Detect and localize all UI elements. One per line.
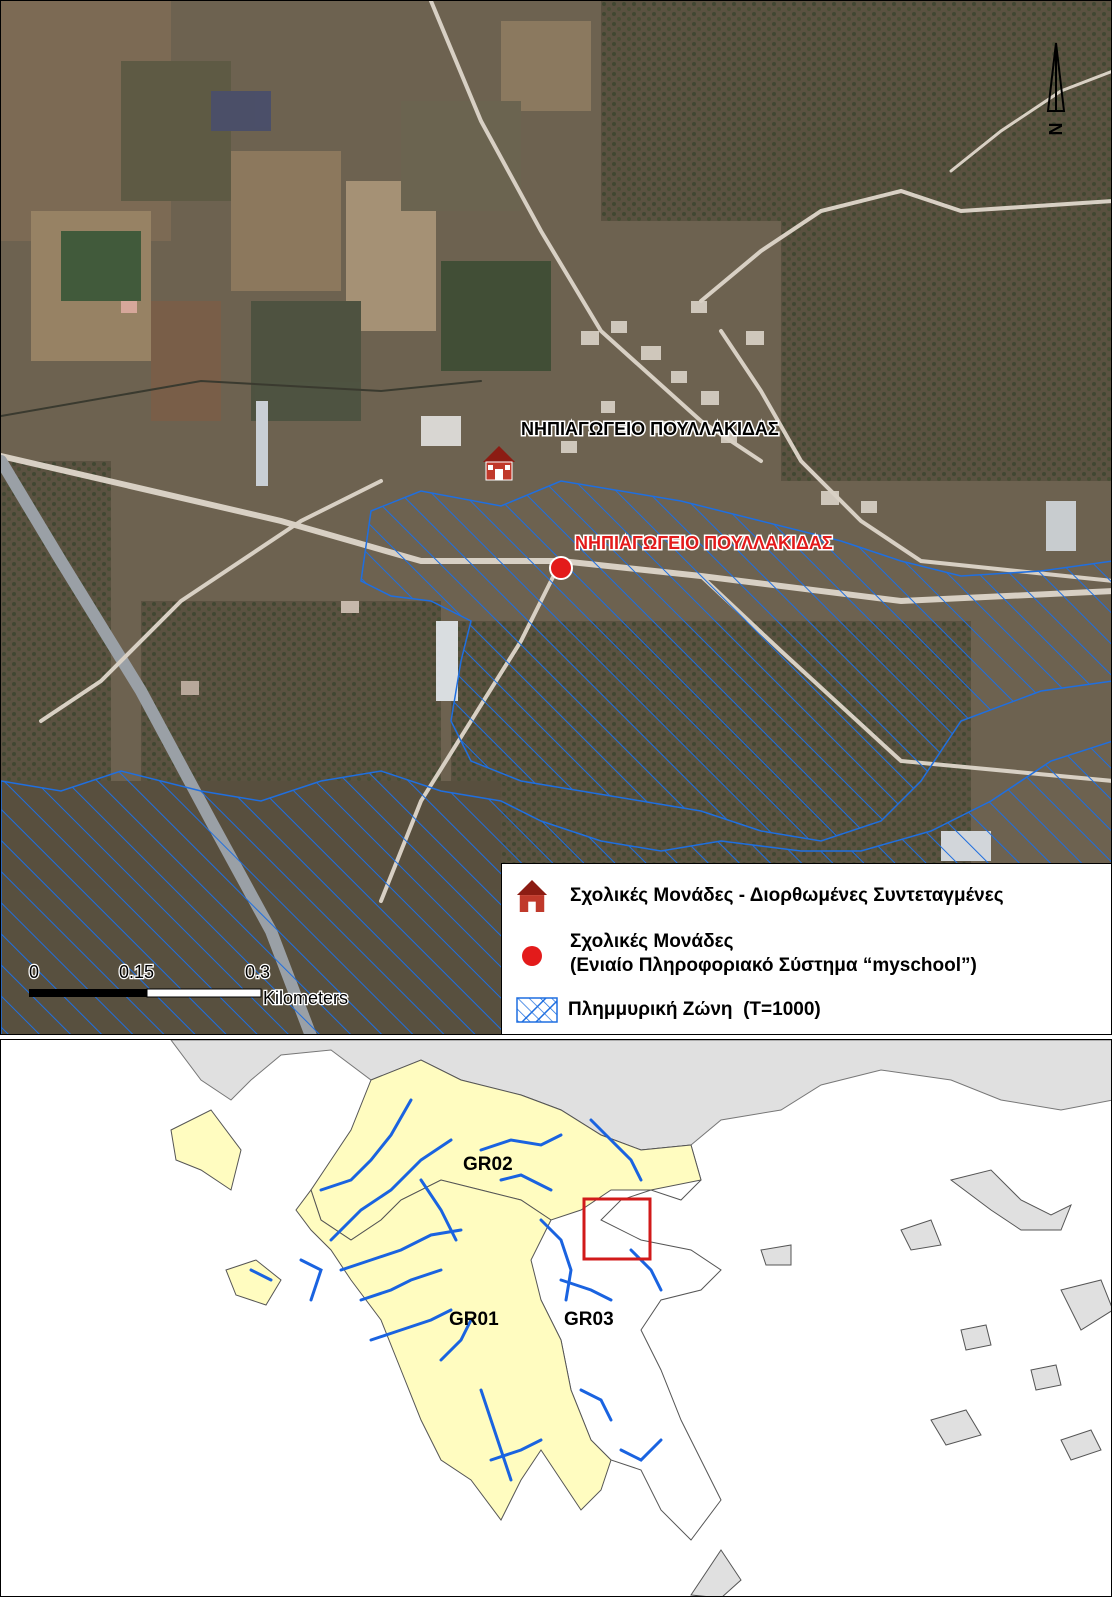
legend-label-corrected: Σχολικές Μονάδες - Διορθωμένες Συντεταγμ…	[570, 885, 1004, 906]
overview-map-panel: GR02 GR01 GR03	[0, 1039, 1112, 1597]
region-label-gr03: GR03	[564, 1309, 614, 1330]
school-house-icon	[516, 880, 548, 912]
scale-unit: Kilometers	[263, 988, 348, 1008]
legend: Σχολικές Μονάδες - Διορθωμένες Συντεταγμ…	[501, 863, 1111, 1034]
legend-item-myschool: Σχολικές Μονάδες (Ενιαίο Πληροφοριακό Σύ…	[516, 926, 977, 982]
island-kefalonia	[170, 1109, 242, 1191]
legend-item-flood: Πλημμυρική Ζώνη (T=1000)	[516, 990, 821, 1030]
north-label: N	[1046, 123, 1066, 136]
scale-tick-03: 0.3	[245, 962, 270, 982]
overview-map: GR02 GR01 GR03	[170, 1040, 1111, 1596]
region-gr01-land	[295, 1179, 612, 1521]
locator-box	[582, 1197, 652, 1261]
school-label-myschool: ΝΗΠΙΑΓΩΓΕΙΟ ΠΟΥΛΛΑΚΙΔΑΣ	[575, 533, 833, 553]
flood-zone-village	[360, 480, 1111, 842]
red-dot-icon	[522, 946, 542, 966]
legend-label-myschool-1: Σχολικές Μονάδες	[570, 931, 734, 952]
rivers	[249, 1098, 663, 1482]
mainland-north	[170, 1040, 1111, 1151]
region-label-gr01: GR01	[449, 1309, 499, 1330]
north-arrow-icon: N	[1046, 42, 1066, 136]
region-label-gr02: GR02	[463, 1154, 513, 1175]
school-house-icon	[483, 446, 515, 481]
hatch-icon	[516, 997, 558, 1023]
scale-tick-0: 0	[29, 962, 39, 982]
satellite-map-panel: N ΝΗΠΙΑΓΩΓΕΙΟ ΠΟΥΛΛΑΚΙΔΑΣ ΝΗΠΙΑΓΩΓΕΙΟ ΠΟ…	[0, 0, 1112, 1035]
island-zakynthos	[225, 1259, 282, 1306]
legend-label-flood: Πλημμυρική Ζώνη (T=1000)	[568, 999, 821, 1020]
myschool-point[interactable]	[549, 556, 573, 580]
school-label-corrected: ΝΗΠΙΑΓΩΓΕΙΟ ΠΟΥΛΛΑΚΙΔΑΣ	[521, 419, 779, 439]
legend-item-corrected: Σχολικές Μονάδες - Διορθωμένες Συντεταγμ…	[516, 874, 1004, 918]
scale-tick-015: 0.15	[119, 962, 154, 982]
scale-bar: 0 0.15 0.3 Kilometers	[28, 961, 350, 1010]
legend-label-myschool-2: (Ενιαίο Πληροφοριακό Σύστημα “myschool”)	[570, 955, 977, 976]
aegean-islands	[690, 1169, 1111, 1596]
